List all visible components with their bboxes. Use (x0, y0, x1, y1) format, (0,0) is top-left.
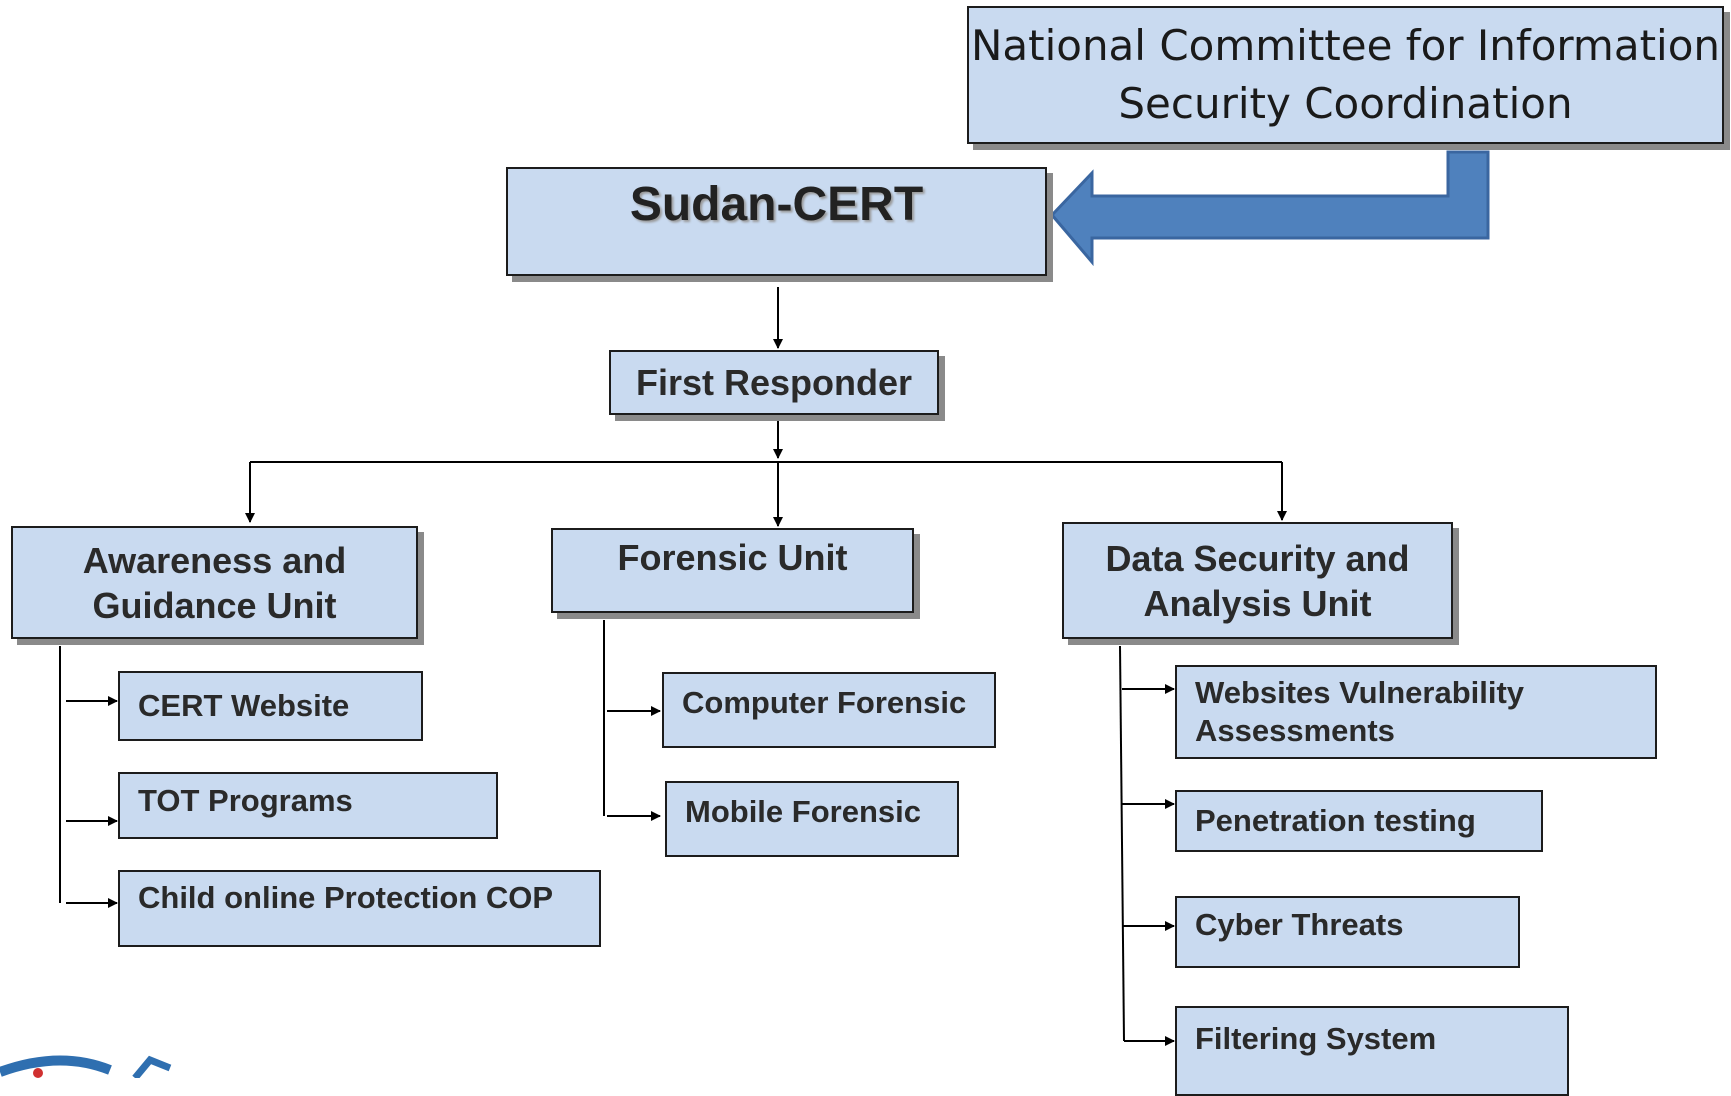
sudan-cert-title: Sudan-CERT (629, 178, 924, 231)
filtering-system-label: Filtering System (1195, 1021, 1437, 1056)
committee-label: National Committee for Information Secur… (970, 21, 1721, 128)
forensic-unit-label: Forensic Unit (617, 537, 848, 578)
penetration-testing-label: Penetration testing (1195, 803, 1476, 838)
committee-box: National Committee for Information Secur… (967, 6, 1724, 144)
mobile-forensic-label: Mobile Forensic (685, 794, 921, 829)
connector-datasec-spine (1119, 645, 1125, 1042)
mobile-forensic-box: Mobile Forensic (665, 781, 959, 857)
filtering-system-box: Filtering System (1175, 1006, 1569, 1096)
cert-website-label: CERT Website (138, 688, 350, 723)
datasec-unit-label: Data Security and Analysis Unit (1105, 537, 1410, 624)
sudan-cert-box: Sudan-CERT (506, 167, 1047, 276)
awareness-unit-label: Awareness and Guidance Unit (82, 539, 347, 626)
websites-vuln-box: Websites Vulnerability Assessments (1175, 665, 1657, 759)
big-arrow (1049, 150, 1490, 267)
first-responder-label: First Responder (635, 362, 913, 403)
logo-fragment (0, 1055, 172, 1078)
first-responder-box: First Responder (609, 350, 939, 415)
awareness-unit-box: Awareness and Guidance Unit (11, 526, 418, 639)
child-protection-label: Child online Protection COP (138, 879, 554, 915)
cyber-threats-label: Cyber Threats (1195, 907, 1404, 942)
datasec-unit-box: Data Security and Analysis Unit (1062, 522, 1453, 639)
child-protection-box: Child online Protection COP (118, 870, 601, 947)
computer-forensic-box: Computer Forensic (662, 672, 996, 748)
websites-vuln-label: Websites Vulnerability Assessments (1195, 675, 1525, 748)
tot-programs-box: TOT Programs (118, 772, 498, 839)
tot-programs-label: TOT Programs (138, 782, 353, 818)
cyber-threats-box: Cyber Threats (1175, 896, 1520, 968)
forensic-unit-box: Forensic Unit (551, 528, 914, 613)
cert-website-box: CERT Website (118, 671, 423, 741)
computer-forensic-label: Computer Forensic (682, 685, 967, 720)
penetration-testing-box: Penetration testing (1175, 790, 1543, 852)
